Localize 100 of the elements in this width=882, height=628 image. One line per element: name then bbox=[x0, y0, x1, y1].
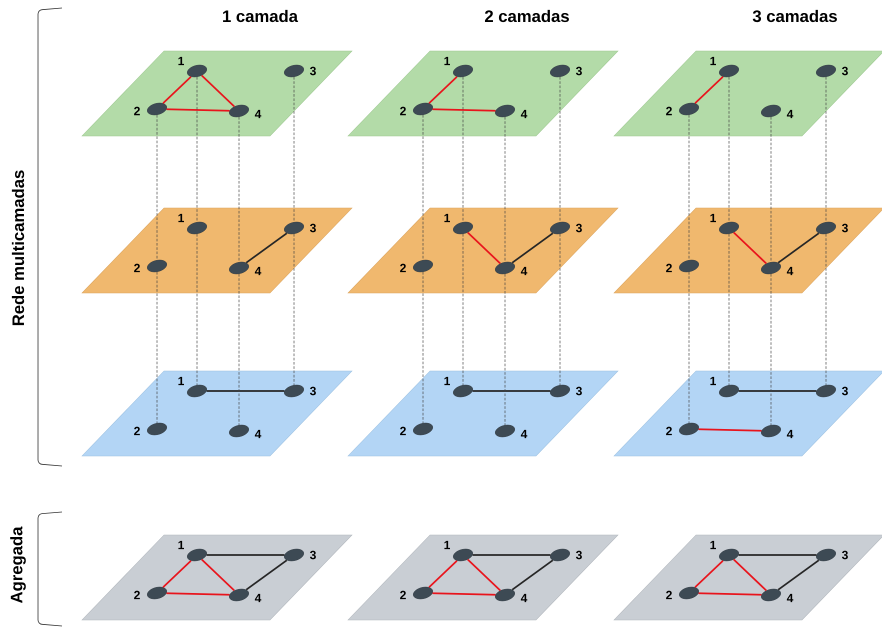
node-number: 4 bbox=[786, 110, 794, 118]
connection-line bbox=[206, 554, 284, 556]
node-number: 3 bbox=[576, 550, 582, 560]
connection-line bbox=[422, 114, 424, 260]
connection-line bbox=[462, 234, 464, 386]
connection-line bbox=[698, 592, 762, 596]
node-number: 1 bbox=[444, 56, 450, 66]
node-number: 4 bbox=[254, 594, 262, 602]
node-number: 2 bbox=[400, 106, 406, 116]
node-number: 3 bbox=[310, 224, 316, 232]
connection-line bbox=[694, 560, 724, 588]
node-number: 2 bbox=[134, 426, 140, 436]
connection-line bbox=[512, 560, 554, 590]
node-number: 3 bbox=[842, 66, 848, 76]
node-number: 2 bbox=[134, 590, 140, 600]
column-heading: 1 camada bbox=[223, 10, 298, 22]
node-number: 2 bbox=[400, 426, 406, 436]
node-number: 1 bbox=[710, 376, 716, 386]
connection-line bbox=[206, 390, 284, 392]
connection-line bbox=[201, 74, 235, 108]
connection-line bbox=[698, 428, 762, 432]
node-number: 3 bbox=[842, 386, 848, 396]
connection-line bbox=[201, 558, 235, 592]
node-number: 1 bbox=[444, 540, 450, 550]
connection-line bbox=[238, 116, 240, 262]
connection-line bbox=[728, 76, 730, 222]
node-number: 4 bbox=[520, 594, 528, 602]
connection-line bbox=[432, 592, 496, 596]
layer-plane bbox=[613, 370, 882, 456]
node-number: 3 bbox=[842, 550, 848, 560]
node-number: 2 bbox=[666, 426, 672, 436]
connection-line bbox=[246, 232, 288, 264]
node-number: 2 bbox=[400, 590, 406, 600]
connection-line bbox=[432, 108, 496, 112]
connection-line bbox=[166, 592, 230, 596]
node-number: 1 bbox=[444, 214, 450, 222]
connection-line bbox=[728, 234, 730, 386]
node-number: 1 bbox=[178, 376, 184, 386]
connection-line bbox=[778, 232, 820, 264]
connection-line bbox=[472, 554, 550, 556]
layer-plane bbox=[613, 208, 882, 294]
connection-line bbox=[770, 116, 772, 262]
node-number: 2 bbox=[400, 264, 406, 272]
connection-line bbox=[688, 272, 690, 424]
node-number: 2 bbox=[666, 590, 672, 600]
connection-line bbox=[467, 558, 501, 592]
connection-line bbox=[156, 272, 158, 424]
connection-line bbox=[467, 232, 501, 264]
connection-line bbox=[770, 274, 772, 426]
connection-line bbox=[738, 554, 816, 556]
connection-line bbox=[462, 76, 464, 222]
node-number: 4 bbox=[520, 110, 528, 118]
node-number: 3 bbox=[576, 386, 582, 396]
node-number: 3 bbox=[842, 224, 848, 232]
side-label: Agregada bbox=[10, 526, 26, 603]
connection-line bbox=[512, 232, 554, 264]
side-label: Rede multicamadas bbox=[12, 170, 24, 326]
node-number: 3 bbox=[576, 66, 582, 76]
connection-line bbox=[238, 274, 240, 426]
connection-line bbox=[688, 114, 690, 260]
node-number: 3 bbox=[310, 66, 316, 76]
connection-line bbox=[504, 274, 506, 426]
node-number: 4 bbox=[254, 266, 262, 276]
node-number: 4 bbox=[786, 594, 794, 602]
node-number: 1 bbox=[444, 376, 450, 386]
node-number: 2 bbox=[134, 106, 140, 116]
layer-plane bbox=[613, 534, 882, 620]
node-number: 4 bbox=[786, 266, 794, 276]
node-number: 3 bbox=[310, 550, 316, 560]
node-number: 3 bbox=[310, 386, 316, 396]
node-number: 4 bbox=[520, 430, 528, 438]
node-number: 1 bbox=[710, 540, 716, 550]
connection-line bbox=[196, 234, 198, 386]
connection-line bbox=[166, 108, 230, 112]
node-number: 4 bbox=[520, 266, 528, 276]
connection-line bbox=[246, 560, 288, 590]
connection-line bbox=[428, 76, 458, 104]
connection-line bbox=[162, 560, 192, 588]
connection-line bbox=[778, 560, 820, 590]
layer-plane bbox=[613, 50, 882, 136]
connection-line bbox=[196, 76, 198, 222]
node-number: 1 bbox=[710, 56, 716, 66]
connection-line bbox=[733, 558, 767, 592]
connection-line bbox=[422, 272, 424, 424]
node-number: 2 bbox=[134, 264, 140, 272]
connection-line bbox=[428, 560, 458, 588]
node-number: 2 bbox=[666, 106, 672, 116]
connection-line bbox=[156, 114, 158, 260]
connection-line bbox=[504, 116, 506, 262]
column-heading: 3 camadas bbox=[752, 10, 837, 22]
connection-line bbox=[472, 390, 550, 392]
node-number: 1 bbox=[178, 214, 184, 222]
node-number: 3 bbox=[576, 224, 582, 232]
column-heading: 2 camadas bbox=[484, 10, 569, 22]
node-number: 4 bbox=[786, 430, 794, 438]
node-number: 1 bbox=[178, 56, 184, 66]
connection-line bbox=[162, 76, 192, 104]
node-number: 1 bbox=[178, 540, 184, 550]
connection-line bbox=[733, 232, 767, 264]
node-number: 4 bbox=[254, 110, 262, 118]
